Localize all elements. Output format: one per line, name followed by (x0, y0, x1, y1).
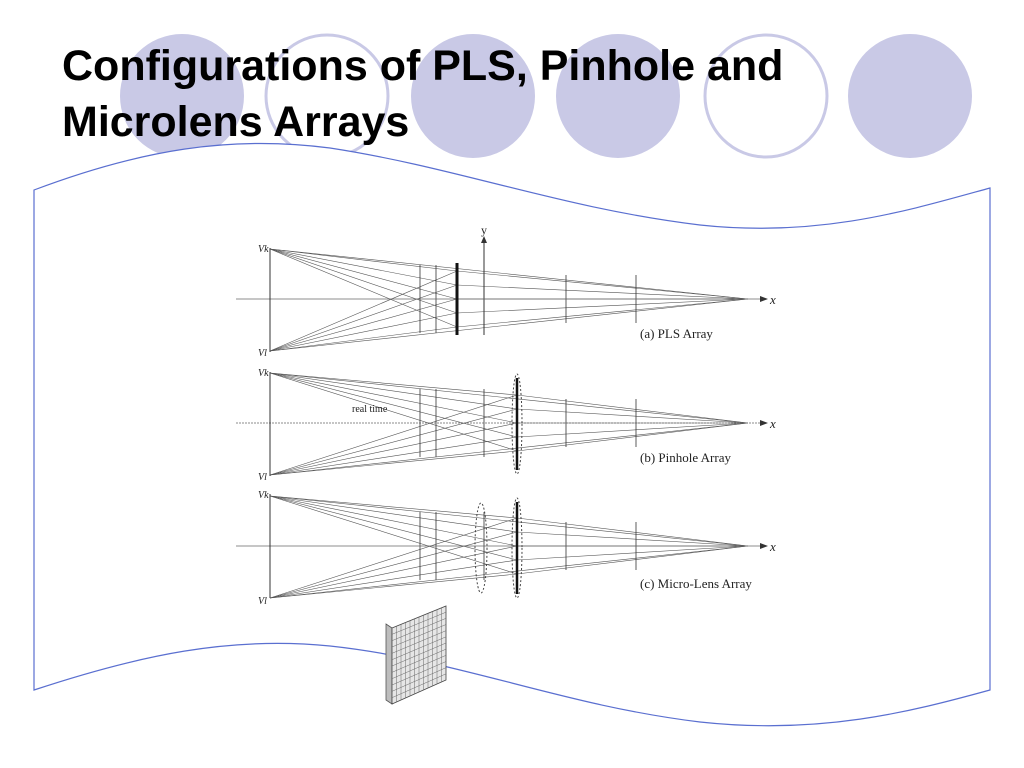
x-axis-label: x (769, 539, 776, 554)
ray-line (269, 495, 518, 533)
decor-circle (120, 34, 244, 158)
ray-line (516, 394, 749, 424)
ray-line (269, 372, 518, 424)
real-time-annotation: real time (352, 404, 388, 415)
decor-circle (703, 33, 829, 159)
ray-line (516, 517, 749, 547)
ray-line (269, 450, 518, 476)
pinhole-array-outline (511, 373, 523, 475)
ray-line (269, 495, 518, 547)
ray-line (269, 248, 458, 314)
ray-line (269, 422, 518, 476)
ray-line (516, 531, 749, 547)
ray-line (456, 270, 749, 300)
ray-line (456, 284, 749, 300)
ray-line (269, 545, 749, 599)
vl-label: Vl (258, 472, 267, 483)
microlens-outline (474, 502, 488, 594)
panel-caption: (b) Pinhole Array (640, 450, 731, 465)
ray-line (269, 408, 518, 476)
ray-line (269, 495, 518, 575)
ray-line (269, 270, 458, 352)
ray-line (269, 326, 458, 352)
ray-line (516, 545, 749, 561)
x-axis-label: x (769, 416, 776, 431)
x-axis-arrow (760, 420, 768, 426)
microlens-sheet-illustration (385, 605, 447, 705)
panel-microlens-array: x Vk Vl (c) Micro-Lens Array (236, 490, 776, 607)
y-axis-arrow (481, 236, 487, 243)
ray-line (269, 284, 458, 352)
ray-line (269, 422, 749, 476)
ray-line (456, 298, 749, 314)
ray-line (269, 248, 749, 300)
ray-line (269, 573, 518, 599)
ray-line (269, 559, 518, 599)
panel-caption: (a) PLS Array (640, 326, 713, 341)
slide-title: Configurations of PLS, Pinhole and Micro… (62, 38, 962, 150)
ray-line (269, 436, 518, 476)
vl-label: Vl (258, 348, 267, 359)
sheet-grid-line (391, 673, 447, 698)
ray-line (516, 422, 749, 438)
x-axis-arrow (760, 296, 768, 302)
ray-line (269, 248, 458, 328)
decor-circle (848, 34, 972, 158)
ray-line (269, 495, 518, 519)
vk-label: Vk (258, 244, 269, 255)
ray-line (269, 298, 749, 352)
ray-line (269, 372, 518, 438)
vk-label: Vk (258, 368, 269, 379)
title-line-2: Microlens Arrays (62, 98, 410, 146)
ray-line (269, 394, 518, 476)
decor-circle (411, 34, 535, 158)
ray-line (269, 372, 749, 424)
ray-line (269, 495, 749, 547)
ray-line (516, 408, 749, 424)
ray-line (269, 248, 458, 286)
ray-line (269, 298, 458, 352)
ray-line (516, 422, 749, 452)
panel-pls-array: x Vk Vl (a) PLS Array (236, 244, 776, 359)
ray-line (269, 495, 518, 561)
panel-pinhole-array: x Vk Vl real time (b) Pinhole Array (236, 368, 776, 483)
ray-line (516, 545, 749, 575)
vk-label: Vk (258, 490, 269, 501)
x-axis-label: x (769, 292, 776, 307)
microlens-array-outline (511, 497, 523, 599)
ray-line (269, 372, 518, 396)
ray-line (269, 248, 458, 272)
ray-line (269, 531, 518, 599)
ray-line (269, 545, 518, 599)
microlens-sheet-side (385, 623, 393, 705)
ray-line (269, 372, 518, 452)
vl-label: Vl (258, 596, 267, 607)
ray-line (269, 372, 518, 410)
decorative-circles (120, 33, 972, 159)
ray-line (269, 312, 458, 352)
ray-line (456, 298, 749, 328)
x-axis-arrow (760, 543, 768, 549)
microlens-sheet-grid (391, 607, 447, 702)
ray-line (269, 248, 458, 300)
title-line-1: Configurations of PLS, Pinhole and (62, 42, 784, 90)
y-axis-label: y (481, 223, 487, 237)
wavy-content-frame (33, 142, 991, 727)
decor-circle (556, 34, 680, 158)
panel-caption: (c) Micro-Lens Array (640, 576, 752, 591)
